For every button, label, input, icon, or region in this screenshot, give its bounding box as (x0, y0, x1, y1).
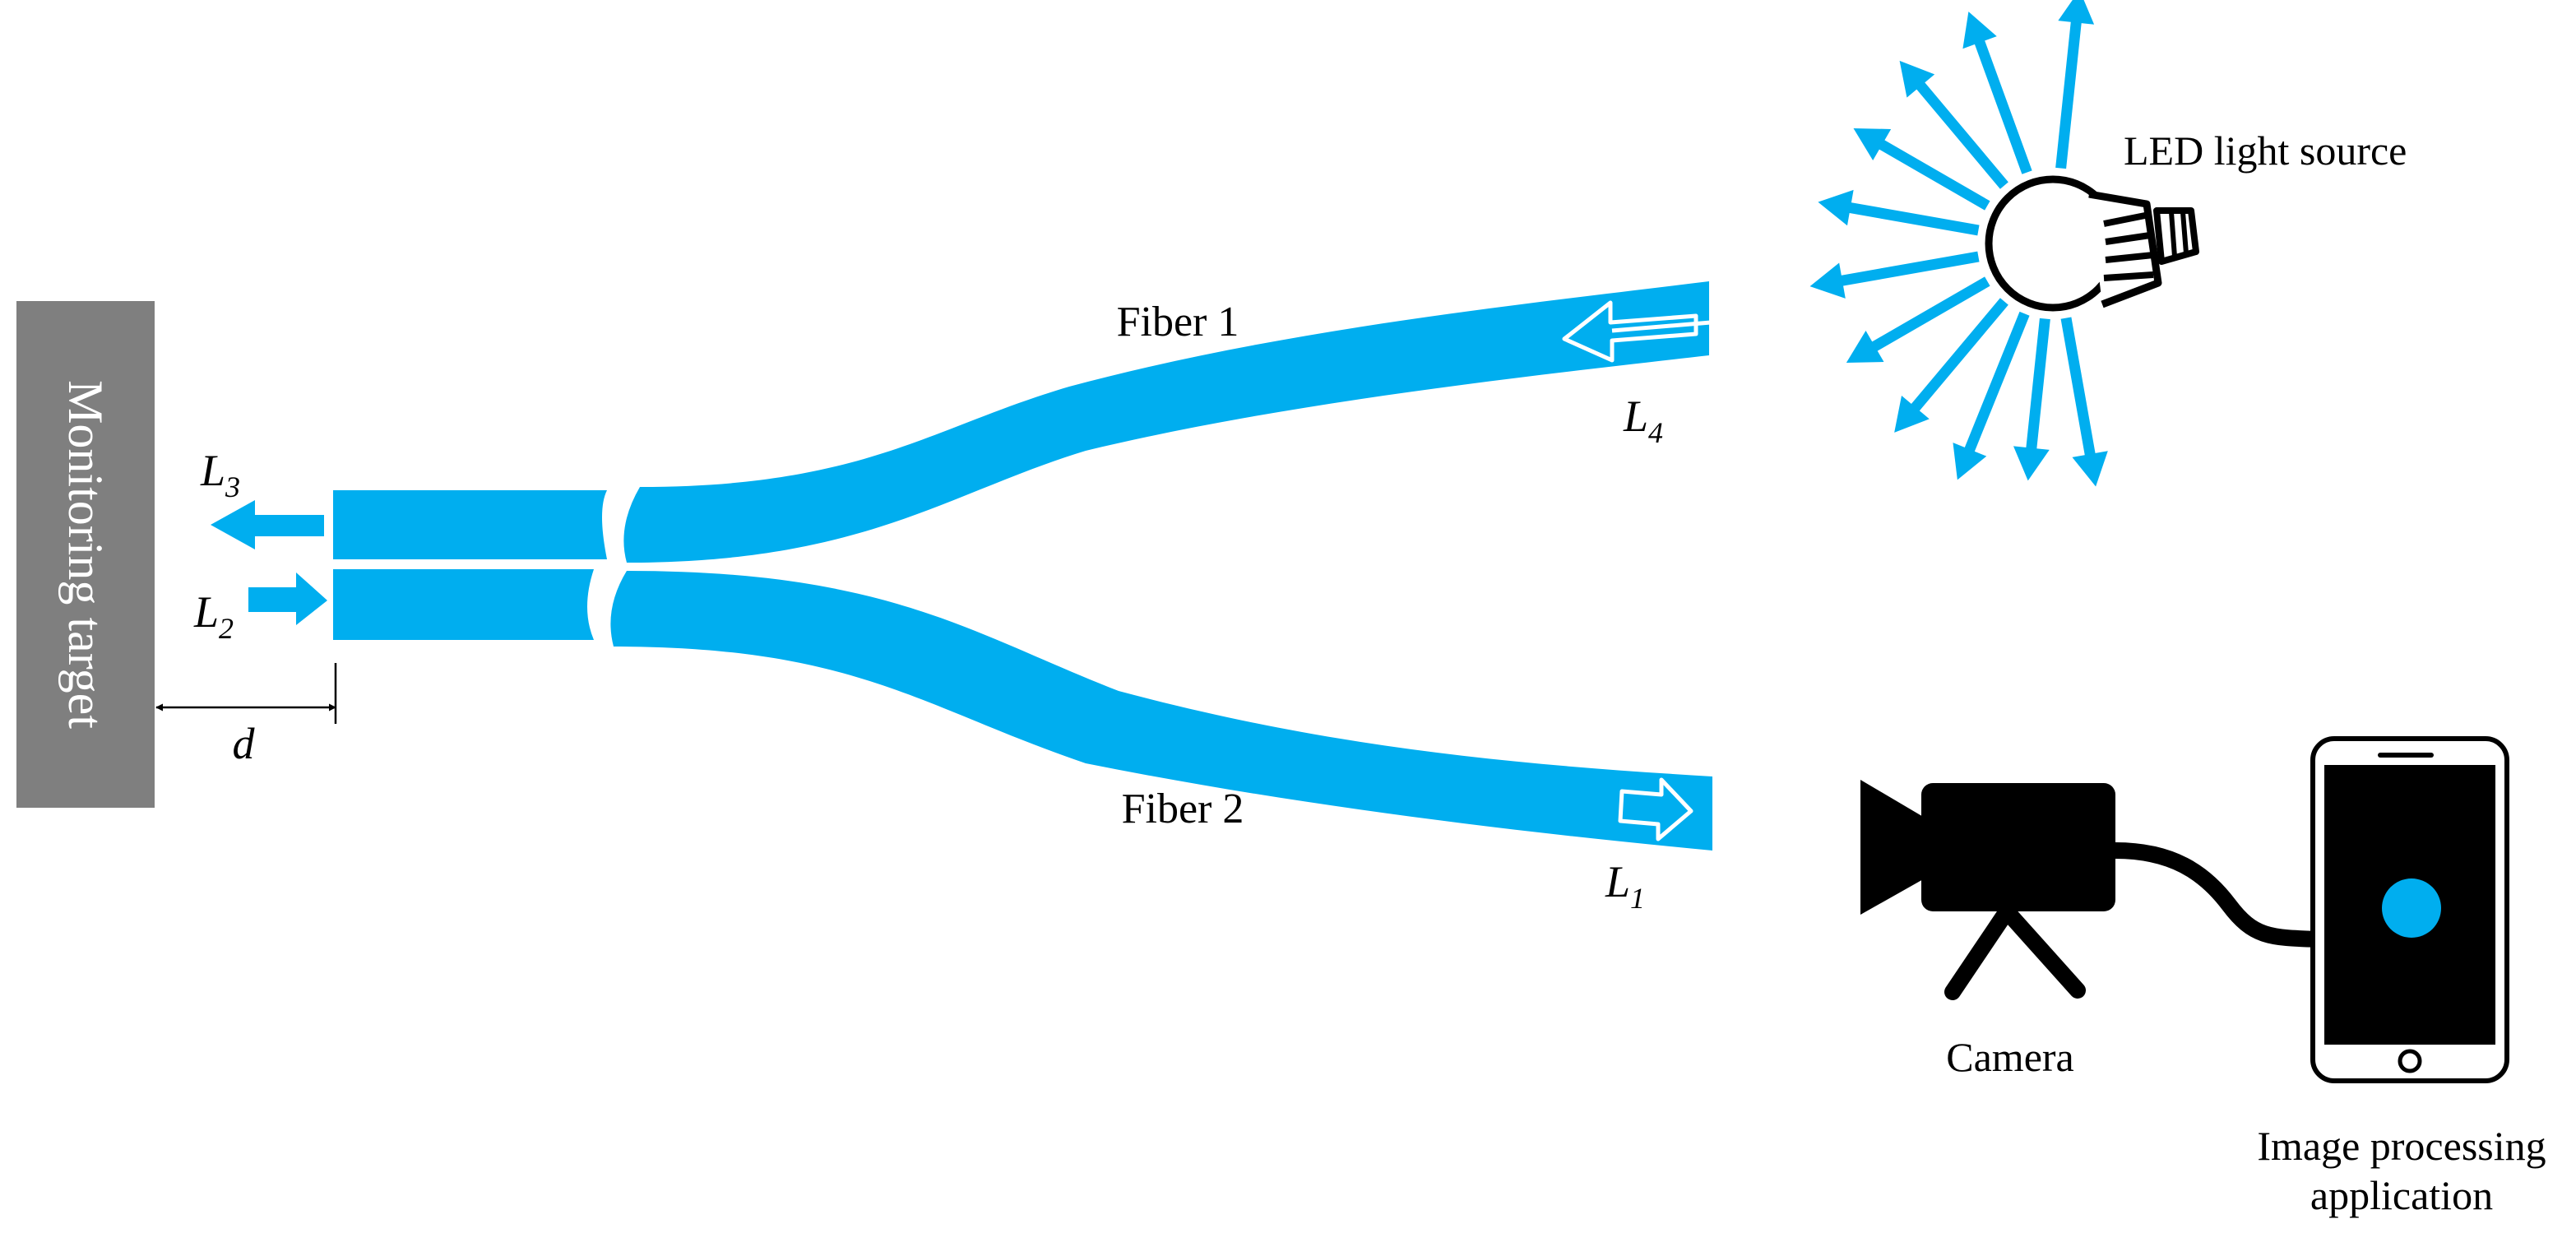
led-rays (1809, 0, 2108, 487)
led-ray-head (2013, 446, 2050, 481)
led-ray-head (2058, 0, 2095, 25)
image-processing-label-line1: Image processing (2257, 1123, 2546, 1169)
distance-label: d (233, 719, 256, 768)
screen-dot (2382, 878, 2441, 938)
led-bulb-icon (1985, 175, 2199, 312)
led-ray-head (1809, 262, 1846, 299)
l3-label: L3 (200, 446, 240, 503)
led-ray (1841, 201, 1980, 236)
fiber2-label: Fiber 2 (1122, 786, 1244, 832)
video-camera-icon (1860, 780, 2115, 1000)
fiber1-body (623, 281, 1709, 563)
led-light-source: LED light source (1809, 0, 2407, 487)
camera-cable (2107, 842, 2328, 948)
led-ray-head (1899, 60, 1935, 98)
fiber1-label: Fiber 1 (1117, 299, 1239, 345)
led-ray (1906, 298, 2008, 418)
l1-letter: L (1605, 857, 1630, 906)
l3-subscript: 3 (225, 470, 240, 503)
led-ray-head (1846, 330, 1884, 363)
led-ray (1865, 276, 1990, 355)
l2-subscript: 2 (219, 612, 234, 645)
image-processing-label-line2: application (2310, 1172, 2493, 1218)
led-ray-head (1953, 443, 1987, 480)
l4-subscript: 4 (1648, 416, 1663, 449)
monitoring-target-block (16, 301, 155, 808)
led-ray (2055, 13, 2083, 169)
led-ray (2025, 318, 2050, 457)
l2-label: L2 (193, 587, 234, 645)
led-ray (1911, 76, 2008, 189)
fiber1-straight-segment (333, 490, 607, 559)
l4-label: L4 (1623, 392, 1663, 449)
led-ray-head (2072, 451, 2108, 487)
fiber2-straight-segment (333, 569, 594, 640)
fiber2-body (610, 571, 1712, 851)
l3-arrow (211, 500, 324, 549)
camera: Camera (1860, 780, 2328, 1080)
monitoring-target: Monitoring target (16, 301, 155, 808)
fiber-bundle: Fiber 1 Fiber 2 (333, 281, 1712, 851)
distance-marker: d (155, 663, 337, 768)
l1-hollow-arrow (1618, 777, 1693, 841)
led-ray-head (1894, 396, 1930, 433)
led-ray-head (1818, 189, 1854, 226)
l4-hollow-arrow (1562, 300, 1698, 363)
l2-letter: L (193, 587, 219, 637)
led-ray (1832, 251, 1980, 288)
l3-letter: L (200, 446, 225, 495)
led-ray (1962, 311, 2030, 460)
led-ray-head (1962, 12, 1997, 49)
led-ray (1971, 33, 2032, 174)
led-ray (1872, 136, 1990, 211)
probe-light-signals: L3 L2 L4 L1 (193, 392, 1663, 915)
led-ray-head (1853, 128, 1892, 161)
l1-label: L1 (1605, 857, 1645, 915)
l4-letter: L (1623, 392, 1648, 441)
led-label: LED light source (2124, 127, 2407, 174)
led-ray (2060, 317, 2097, 464)
camera-label: Camera (1946, 1034, 2073, 1080)
image-processing-phone: Image processing application (2257, 736, 2546, 1218)
l2-arrow (248, 572, 327, 625)
monitoring-target-label: Monitoring target (58, 380, 113, 729)
l1-subscript: 1 (1630, 882, 1645, 915)
